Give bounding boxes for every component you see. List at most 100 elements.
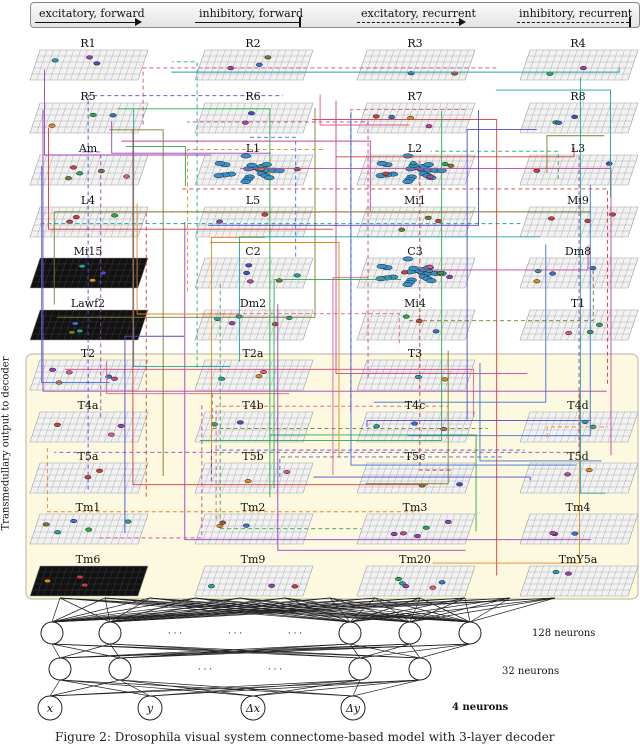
decoder-edge <box>49 679 361 697</box>
label-r5: R5 <box>80 90 95 103</box>
layer2-count-label: 32 neurons <box>502 666 560 677</box>
label-r6: R6 <box>245 90 260 103</box>
decoder-edge <box>49 679 421 697</box>
decoder-edge <box>51 597 556 623</box>
connection-line <box>219 283 362 530</box>
decoder-edge <box>51 597 331 623</box>
connection-line <box>187 121 369 378</box>
layer1-count-label: 128 neurons <box>532 628 596 639</box>
grid-r8 <box>519 102 639 134</box>
connection-line <box>215 405 449 520</box>
label-tm2: Tm2 <box>241 501 266 514</box>
decoder-edge <box>51 597 151 623</box>
label-l5: L5 <box>246 194 260 207</box>
grid-tm1 <box>29 513 149 545</box>
grid-t5b <box>194 462 314 494</box>
label-t5a: T5a <box>78 450 99 463</box>
label-t4b: T4b <box>242 399 263 412</box>
connection-line <box>407 184 591 437</box>
decoder-edge <box>109 597 556 623</box>
connection-line <box>546 135 605 173</box>
decoder-edge <box>59 679 151 697</box>
grid-tm9 <box>194 565 314 597</box>
decoder-edge <box>469 597 511 623</box>
decoder-edge <box>104 597 351 623</box>
ellipsis: · · · <box>228 629 242 639</box>
output-label: y <box>146 702 154 715</box>
decoder-edge <box>119 679 151 697</box>
figure-caption: Figure 2: Drosophila visual system conne… <box>55 730 555 744</box>
grid-tm6 <box>29 565 149 597</box>
label-r2: R2 <box>245 37 260 50</box>
connection-line <box>373 244 547 403</box>
connection-line <box>40 223 521 225</box>
grid-t5c <box>356 462 476 494</box>
connection-line <box>248 136 297 257</box>
connection-line <box>208 109 480 226</box>
label-l4: L4 <box>81 194 95 207</box>
decoder-edge <box>109 597 331 623</box>
label-mi15: Mi15 <box>74 245 103 258</box>
connection-line <box>579 77 606 494</box>
connection-line <box>209 242 340 458</box>
hidden-neuron-32 <box>108 657 132 681</box>
decoder-edge <box>49 679 61 697</box>
legend-line-dashed <box>357 22 459 23</box>
decoder-edge <box>149 597 351 623</box>
decoder-edge <box>59 643 351 659</box>
connection-line <box>48 127 333 230</box>
decoder-edge <box>419 643 471 659</box>
connection-line <box>312 119 498 576</box>
output-neuron <box>37 695 63 721</box>
grid-am <box>29 154 149 186</box>
decoder-edge <box>51 597 61 623</box>
connection-line <box>96 405 203 539</box>
decoder-edge <box>409 597 466 623</box>
label-am: Am <box>78 142 98 155</box>
legend-inhibitory-recurrent: inhibitory, recurrent <box>519 7 633 20</box>
output-neuron <box>340 695 366 721</box>
label-r4: R4 <box>570 37 585 50</box>
grid-t2a <box>194 359 314 391</box>
decoder-edge <box>149 679 421 697</box>
decoder-edge <box>469 597 556 623</box>
connection-line <box>111 121 271 154</box>
label-t1: T1 <box>571 297 585 310</box>
decoder-edge <box>49 679 121 697</box>
hidden-neuron-128 <box>98 621 122 645</box>
connection-line <box>57 108 316 318</box>
output-label: Δx <box>245 702 261 715</box>
connection-line <box>332 277 369 476</box>
connection-line <box>171 67 620 73</box>
connection-line <box>54 156 580 453</box>
connection-line <box>366 420 591 428</box>
ellipsis: · · · <box>268 665 282 675</box>
label-c3: C3 <box>407 245 422 258</box>
label-tm9: Tm9 <box>241 553 266 566</box>
connection-line <box>53 211 592 305</box>
decoder-edge <box>109 597 421 623</box>
legend-bar-icon <box>299 17 301 27</box>
grid-mi4 <box>356 309 476 341</box>
grid-tm4 <box>519 513 639 545</box>
label-l1: L1 <box>246 142 260 155</box>
decoder-edge <box>409 597 556 623</box>
connection-line <box>132 129 429 486</box>
output-neuron <box>240 695 266 721</box>
grid-c2 <box>194 257 314 289</box>
grid-t3 <box>356 359 476 391</box>
label-tm3: Tm3 <box>403 501 428 514</box>
decoder-edge <box>464 597 471 623</box>
connection-line <box>121 140 371 212</box>
legend-inhibitory-forward: inhibitory, forward <box>199 7 304 20</box>
label-t2: T2 <box>81 347 95 360</box>
connection-line <box>430 150 559 180</box>
label-mi4: Mi4 <box>404 297 426 310</box>
grid-dm2 <box>194 309 314 341</box>
legend-arrow-icon <box>459 18 466 26</box>
ellipsis: · · · <box>198 665 212 675</box>
grid-tmy5a <box>519 565 639 597</box>
label-tmy5a: TmY5a <box>559 553 598 566</box>
connection-line <box>106 361 290 395</box>
